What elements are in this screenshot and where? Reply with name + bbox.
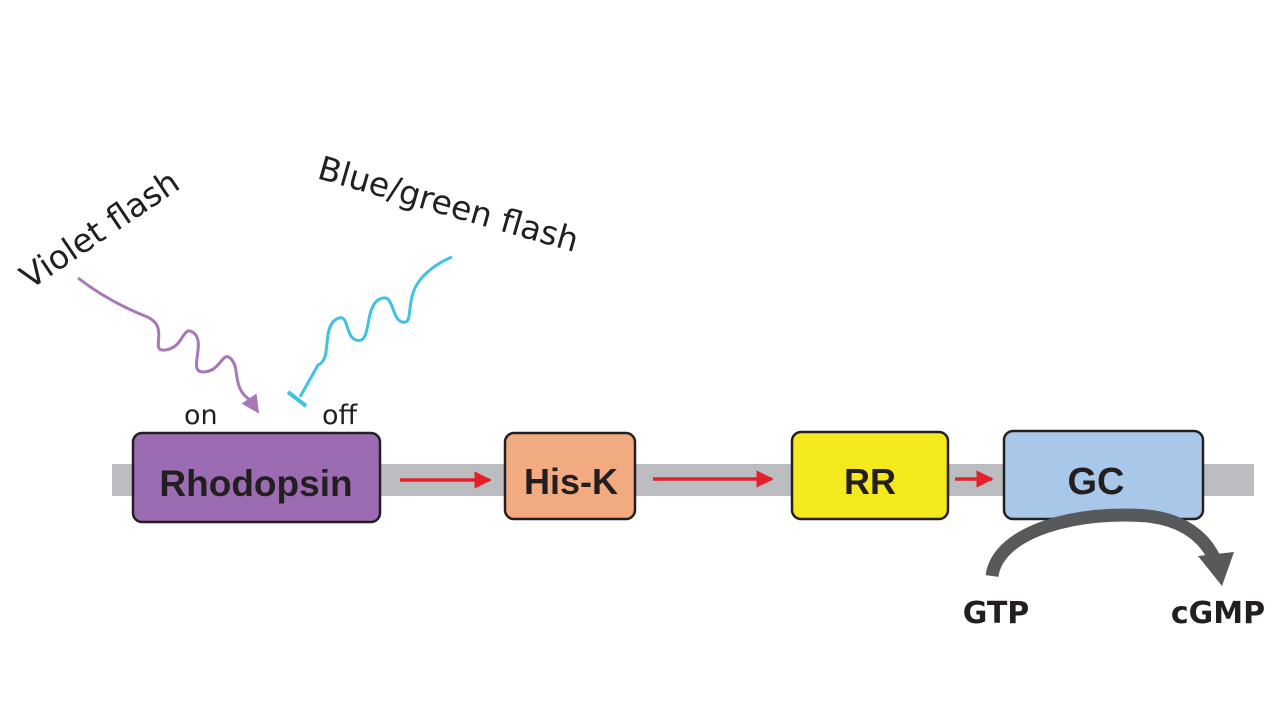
gc-box: GC xyxy=(1002,429,1205,521)
violet-flash-label: Violet flash xyxy=(13,162,187,297)
rr-box: RR xyxy=(790,430,950,521)
violet-wave-arrow xyxy=(77,276,260,414)
blue-green-flash-label: Blue/green flash xyxy=(314,148,583,260)
off-label: off xyxy=(322,400,359,431)
cgmp-label: cGMP xyxy=(1171,596,1265,631)
gtp-to-cgmp-arrow xyxy=(985,508,1222,578)
rhodopsin-label: Rhodopsin xyxy=(159,463,352,504)
inhibition-bar xyxy=(286,390,308,408)
rhodopsin-box: Rhodopsin xyxy=(131,431,382,524)
rr-label: RR xyxy=(844,461,896,502)
his-k-box: His-K xyxy=(503,431,637,521)
on-label: on xyxy=(184,400,218,431)
gc-label: GC xyxy=(1068,461,1125,503)
gtp-to-cgmp-arrowhead xyxy=(1198,552,1234,586)
gtp-label: GTP xyxy=(963,596,1030,631)
blue-green-wave xyxy=(298,255,453,398)
his-k-label: His-K xyxy=(524,461,618,502)
